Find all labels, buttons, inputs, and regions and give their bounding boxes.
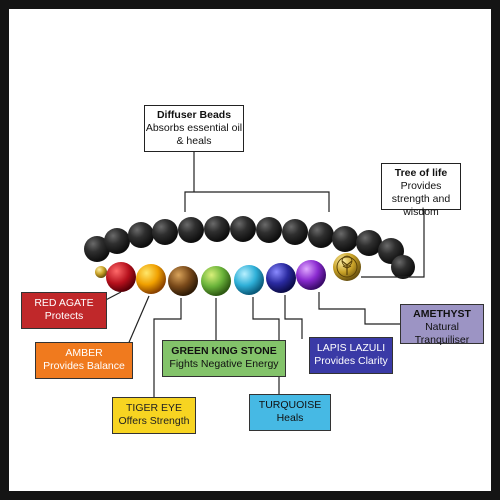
- tree-of-life-desc: Provides strength and wisdom: [391, 180, 451, 219]
- diffuser-beads-title: Diffuser Beads: [156, 109, 232, 121]
- red-agate-bead: [106, 262, 136, 292]
- green-king-stone-title: GREEN KING STONE: [171, 345, 277, 357]
- diagram-canvas: Diffuser Beads Absorbs essential oil & h…: [9, 9, 491, 491]
- diffuser-beads-back-row: [84, 216, 415, 279]
- red-agate-desc: Protects: [44, 310, 84, 323]
- amber-title: AMBER: [65, 347, 103, 359]
- diffuser-beads-desc: Absorbs essential oil & heals: [145, 122, 243, 148]
- turquoise-bead: [234, 265, 264, 295]
- gold-spacer-left: [95, 266, 107, 278]
- tiger-eye-label: TIGER EYE Offers Strength: [112, 397, 196, 434]
- amethyst-line: [318, 292, 400, 325]
- turquoise-label: TURQUOISE Heals: [249, 394, 331, 431]
- tiger-eye-title: TIGER EYE: [125, 402, 182, 414]
- chakra-beads-front-row: [106, 260, 326, 296]
- lapis-lazuli-desc: Provides Clarity: [314, 355, 388, 368]
- amethyst-label: AMETHYST Natural Tranquiliser: [400, 304, 484, 347]
- red-agate-title: RED AGATE: [34, 297, 94, 309]
- tiger-eye-desc: Offers Strength: [118, 415, 190, 428]
- tree-of-life-title: Tree of life: [394, 167, 448, 179]
- amber-bead: [136, 264, 166, 294]
- tree-of-life-charm: [333, 253, 361, 281]
- tree-of-life-label: Tree of life Provides strength and wisdo…: [381, 163, 461, 218]
- tiger-eye-bead: [168, 266, 198, 296]
- green-king-stone-bead: [201, 266, 231, 296]
- lapis-lazuli-label: LAPIS LAZULI Provides Clarity: [309, 337, 393, 374]
- green-king-stone-label: GREEN KING STONE Fights Negative Energy: [162, 340, 286, 377]
- lapis-lazuli-title: LAPIS LAZULI: [316, 342, 386, 354]
- green-king-stone-desc: Fights Negative Energy: [169, 358, 279, 371]
- amethyst-title: AMETHYST: [413, 308, 471, 320]
- amber-label: AMBER Provides Balance: [35, 342, 133, 379]
- bracelet-illustration: [84, 152, 425, 397]
- tree-of-life-line: [361, 210, 425, 278]
- turquoise-title: TURQUOISE: [258, 399, 322, 411]
- lapis-lazuli-line: [284, 295, 303, 339]
- tiger-eye-line: [153, 298, 182, 397]
- lapis-lazuli-bead: [266, 263, 296, 293]
- diffuser-bracket-line: [184, 191, 330, 212]
- amethyst-bead: [296, 260, 326, 290]
- diffuser-beads-label: Diffuser Beads Absorbs essential oil & h…: [144, 105, 244, 152]
- red-agate-label: RED AGATE Protects: [21, 292, 107, 329]
- turquoise-desc: Heals: [276, 412, 304, 425]
- amethyst-desc: Natural Tranquiliser: [414, 321, 470, 347]
- amber-desc: Provides Balance: [43, 360, 125, 373]
